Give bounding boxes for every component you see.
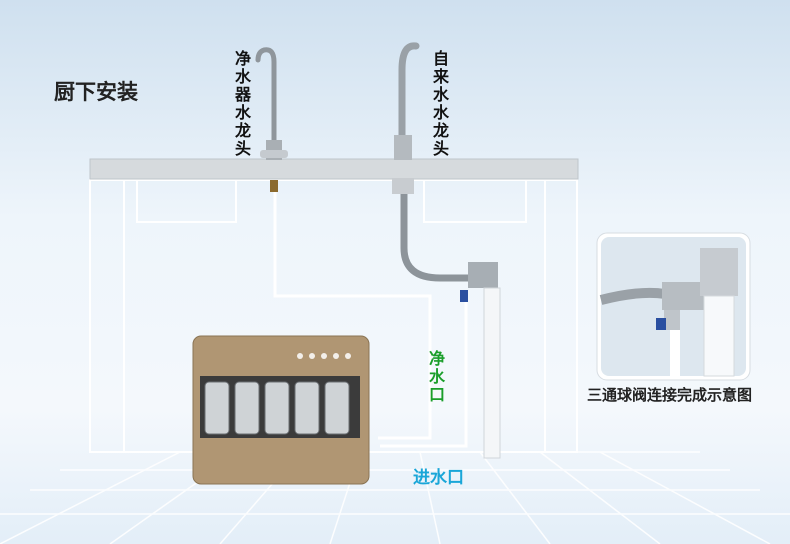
- tap-water-faucet: [398, 42, 420, 144]
- filter-cartridge: [264, 381, 290, 435]
- countertop: [89, 158, 579, 180]
- pure-water-tube: [273, 192, 432, 440]
- pure-water-faucet: [255, 47, 277, 148]
- drain-pipe: [483, 287, 501, 459]
- tap-water-faucet-label: 自来 水水 龙头: [432, 49, 449, 158]
- pure-water-outlet-label: 净 水 口: [428, 349, 445, 404]
- filter-cartridge: [204, 381, 230, 435]
- pure-faucet-nut: [270, 180, 278, 192]
- filter-cartridge: [234, 381, 260, 435]
- floor-grid: [0, 451, 790, 544]
- pure-water-faucet-label: 净水 器水 龙头: [234, 49, 251, 158]
- page-title: 厨下安装: [54, 80, 138, 104]
- inlet-tube: [380, 296, 468, 448]
- valve-handle: [460, 290, 468, 302]
- tee-ball-valve: [468, 262, 498, 288]
- braided-hose: [400, 194, 470, 282]
- water-inlet-label: 进水口: [413, 468, 464, 488]
- water-purifier: [192, 335, 370, 485]
- tee-valve-detail-inset: [596, 232, 751, 381]
- filter-cartridge: [324, 381, 350, 435]
- tap-faucet-base: [394, 135, 412, 160]
- filter-cartridge: [294, 381, 320, 435]
- inset-caption: 三通球阀连接完成示意图: [587, 386, 753, 404]
